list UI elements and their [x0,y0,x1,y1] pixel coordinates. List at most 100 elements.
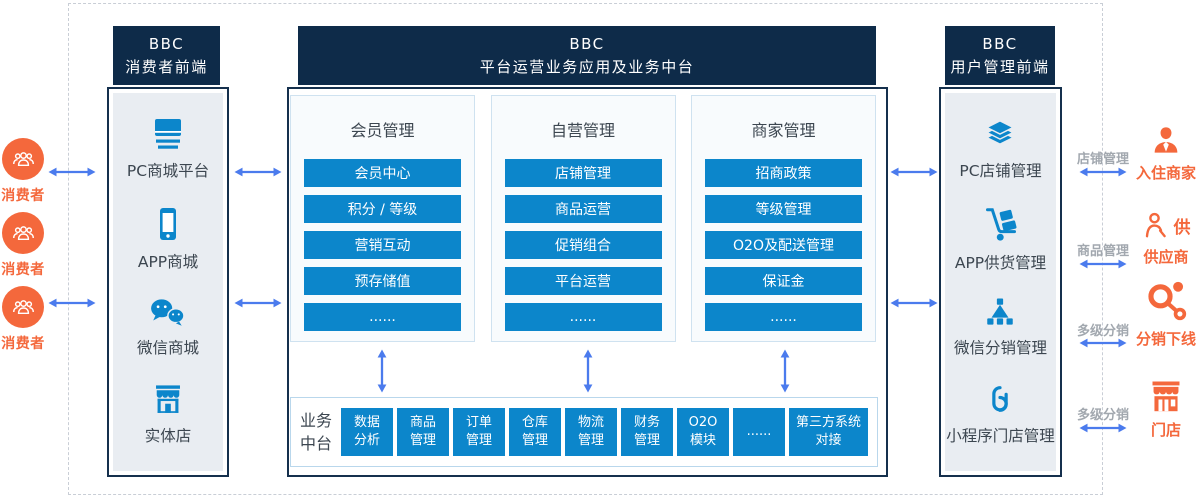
pc-monitor-icon [154,119,181,150]
consumer-frontend-body: PC商城平台 APP商城 微信商城 [107,87,229,477]
module-item: 保证金 [705,267,862,295]
users-group-icon [2,212,44,254]
arrow-to-supplier [1078,258,1128,270]
partner-label: 分销下线 [1135,330,1196,348]
supplier-person-icon [1145,212,1166,238]
module-item: O2O及配送管理 [705,231,862,259]
midbox-ellipsis: ...... [733,408,786,456]
module-item: 促销组合 [504,231,662,259]
feature-wechat-mall: 微信商城 [137,297,199,358]
feature-pc-mall: PC商城平台 [127,118,209,181]
feature-label: PC店铺管理 [959,161,1042,180]
consumer-actor-2: 消费者 [0,212,46,279]
feature-label: 微信分销管理 [953,339,1047,358]
platform-center-header: BBC 平台运营业务应用及业务中台 [298,26,876,85]
feature-label: APP商城 [137,252,199,271]
midbox-warehouse-management: 仓库 管理 [509,408,562,456]
relation-label-multilevel-distribution-2: 多级分销 [1076,408,1129,423]
module-item: ...... [504,303,662,331]
module-item: 平台运营 [504,267,662,295]
midbox-finance-management: 财务 管理 [621,408,674,456]
middle-platform-label: 业务 中台 [300,410,333,453]
module-title: 会员管理 [350,121,415,140]
feature-miniprogram-store-management: 小程序门店管理 [946,383,1055,446]
feature-app-supply-management: APP供货管理 [955,206,1046,273]
module-merchant-management: 商家管理 招商政策 等级管理 O2O及配送管理 保证金 ...... [691,95,876,342]
arrow-consumer-to-frontend-2 [47,297,97,309]
feature-label: APP供货管理 [954,253,1047,272]
module-item: 积分 / 等级 [304,195,461,223]
module-item: ...... [304,303,461,331]
feature-pc-shop-management: PC店铺管理 [959,118,1042,181]
module-title: 商家管理 [751,121,816,140]
header-line1: BBC [982,35,1018,53]
middle-platform-boxes: 数据 分析 商品 管理 订单 管理 仓库 管理 物流 管理 财务 管理 [341,408,868,456]
business-middle-platform-band: 业务 中台 数据 分析 商品 管理 订单 管理 仓库 管理 物流 管理 [290,397,878,467]
midbox-data-analysis: 数据 分析 [341,408,394,456]
consumer-actor-1: 消费者 [0,138,46,205]
relation-label-multilevel-distribution-1: 多级分销 [1076,324,1129,339]
arrow-to-settled-merchant [1078,166,1128,178]
arrow-platform-to-userfrontend-1 [889,166,939,178]
arrow-consumer-to-frontend-1 [47,166,97,178]
partner-settled-merchant: 入住商家 [1133,124,1199,183]
module-item: 商品运营 [504,195,662,223]
feature-app-mall: APP商城 [138,207,198,272]
midbox-logistics-management: 物流 管理 [565,408,618,456]
module-item: 预存储值 [304,267,461,295]
relation-label-product-management: 商品管理 [1076,244,1129,259]
header-line2: 用户管理前端 [950,57,1050,76]
consumer-actor-3: 消费者 [0,286,46,353]
module-item: 营销互动 [304,231,461,259]
arrow-to-physical-shop [1078,422,1128,434]
midbox-order-management: 订单 管理 [453,408,506,456]
midbox-product-management: 商品 管理 [397,408,450,456]
platform-modules: 会员管理 会员中心 积分 / 等级 营销互动 预存储值 ...... 自营管理 … [290,95,876,342]
header-line1: BBC [569,35,605,53]
shop-store-icon [1152,381,1180,412]
relation-label-shop-management: 店铺管理 [1076,152,1129,167]
consumer-label: 消费者 [1,188,45,204]
module-item: 等级管理 [705,195,862,223]
arrow-frontend-to-platform-1 [233,166,283,178]
users-group-icon [2,286,44,328]
arrow-merchant-to-middle-platform [779,348,791,394]
module-title: 自营管理 [550,121,615,140]
module-item: 店铺管理 [504,159,662,187]
header-line2: 平台运营业务应用及业务中台 [479,57,695,76]
platform-boundary-frame [68,3,1103,495]
partner-label: 供应商 [1143,248,1189,266]
partner-label: 门店 [1150,421,1181,439]
consumer-label: 消费者 [1,262,45,278]
merchant-person-icon [1154,127,1178,153]
module-self-operation: 自营管理 店铺管理 商品运营 促销组合 平台运营 ...... [490,95,676,342]
feature-label: 实体店 [144,426,192,445]
midbox-o2o-module: O2O 模块 [677,408,730,456]
arrow-platform-to-userfrontend-2 [889,297,939,309]
consumer-label: 消费者 [1,336,45,352]
consumer-frontend-header: BBC 消费者前端 [113,26,220,85]
partner-supplier: 供 供应商 [1133,210,1199,267]
module-item: 会员中心 [304,159,461,187]
module-item: ...... [705,303,862,331]
module-member-management: 会员管理 会员中心 积分 / 等级 营销互动 预存储值 ...... [290,95,475,342]
partner-distribution-downline: 分销下线 [1133,278,1199,349]
users-group-icon [2,138,44,180]
header-line1: BBC [148,35,185,53]
feature-label: 微信商城 [136,339,199,358]
storefront-icon [156,384,180,413]
hierarchy-icon [987,298,1014,325]
smartphone-icon [160,207,176,240]
consumer-frontend-panel: PC商城平台 APP商城 微信商城 [113,93,223,471]
feature-label: 小程序门店管理 [946,427,1055,446]
hand-truck-icon [985,207,1016,241]
feature-physical-store: 实体店 [144,384,192,446]
module-item: 招商政策 [705,159,862,187]
user-frontend-header: BBC 用户管理前端 [945,26,1055,85]
user-frontend-body: PC店铺管理 APP供货管理 微信分销管理 [939,87,1062,477]
wechat-icon [151,299,185,326]
partner-label: 入住商家 [1135,164,1196,182]
mini-program-icon [992,386,1009,413]
supplier-icon-row: 供 [1142,210,1191,240]
